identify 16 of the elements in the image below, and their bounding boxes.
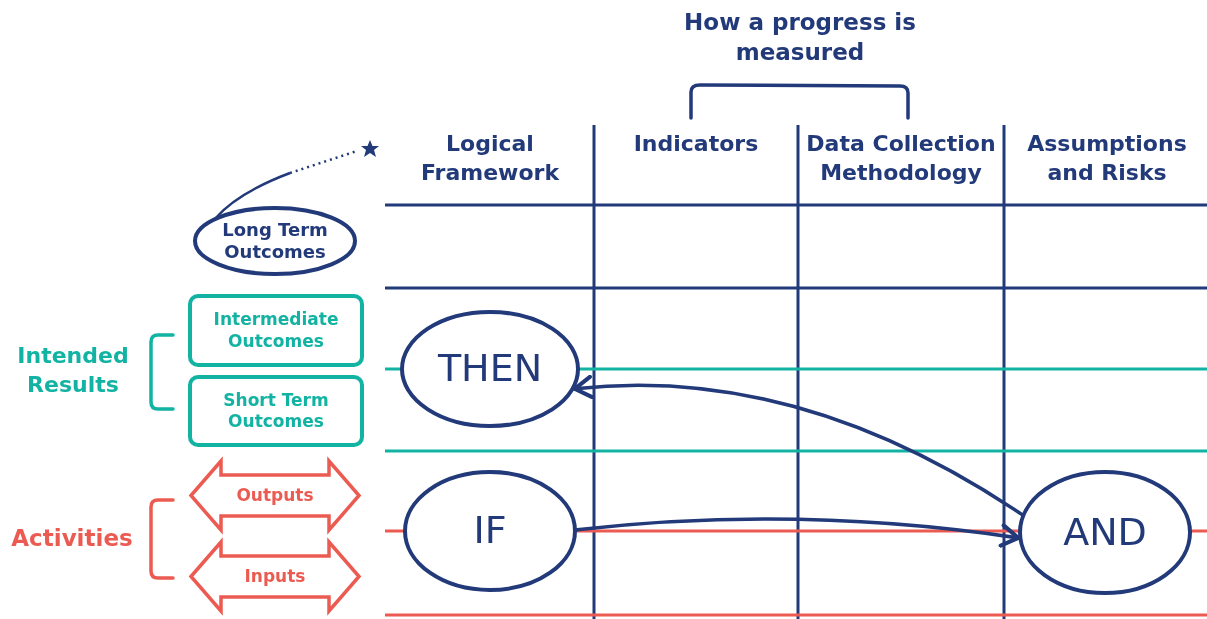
bracket-caption: How a progress is measured xyxy=(683,8,917,67)
column-header: Data Collection Methodology xyxy=(805,130,997,187)
row-group-label: Activities xyxy=(10,524,134,553)
logic-circle: AND xyxy=(1018,470,1192,595)
outcome-box: Short Term Outcomes xyxy=(188,375,364,447)
double-arrow-shape: Inputs xyxy=(189,540,361,613)
oval-node: Long Term Outcomes xyxy=(193,206,357,276)
column-header: Logical Framework xyxy=(419,130,561,187)
logic-circle: THEN xyxy=(400,310,580,428)
logic-circle: IF xyxy=(403,470,577,592)
double-arrow-shape: Outputs xyxy=(189,459,361,532)
row-group-label: Intended Results xyxy=(16,342,130,399)
column-header: Indicators xyxy=(632,130,760,158)
arrow xyxy=(572,375,1024,517)
outcome-box: Intermediate Outcomes xyxy=(188,294,364,367)
column-header: Assumptions and Risks xyxy=(1026,130,1188,187)
